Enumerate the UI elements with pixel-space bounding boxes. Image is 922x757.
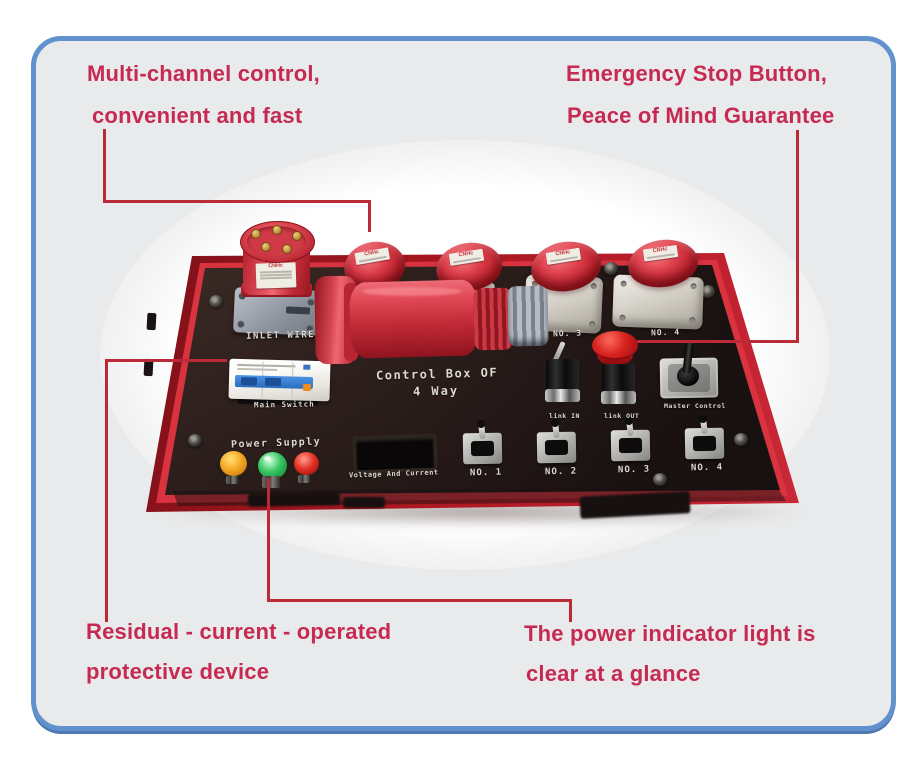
voltage-current-display bbox=[352, 433, 438, 474]
callout-line-indicator bbox=[569, 599, 572, 622]
plug-pin bbox=[272, 225, 282, 235]
callout-line-emergency bbox=[796, 130, 799, 343]
indicator-nut bbox=[226, 476, 238, 484]
callout-line-breaker bbox=[105, 359, 227, 362]
switch-lever-tip bbox=[551, 419, 559, 427]
switch-label-no2: NO. 2 bbox=[544, 466, 578, 478]
switch-lever-tip bbox=[625, 417, 633, 425]
main-switch-label: Main Switch bbox=[253, 399, 315, 410]
panel-screw bbox=[653, 473, 667, 486]
callout-line-multichannel bbox=[368, 200, 371, 232]
plug-pin bbox=[282, 244, 292, 254]
plug-pin bbox=[251, 229, 261, 239]
callout-emergency-line1: Emergency Stop Button, bbox=[566, 61, 828, 86]
box-foot-shadow bbox=[247, 492, 341, 507]
callout-indicator-line1: The power indicator light is bbox=[524, 621, 816, 646]
callout-multichannel-line1: Multi-channel control, bbox=[87, 61, 320, 86]
callout-line-indicator bbox=[267, 478, 270, 602]
coupler-highlight bbox=[362, 287, 462, 296]
plug-pin bbox=[261, 242, 271, 252]
callout-indicator-line2: clear at a glance bbox=[526, 661, 701, 686]
panel-screw bbox=[188, 434, 202, 447]
switch-label-no4: NO. 4 bbox=[690, 462, 724, 474]
callout-line-indicator bbox=[267, 599, 572, 602]
callout-rcd-line1: Residual - current - operated bbox=[86, 619, 392, 644]
red-indicator-light bbox=[294, 452, 319, 475]
panel-screw bbox=[209, 295, 223, 308]
emergency-stop-collar bbox=[601, 391, 636, 404]
box-title-line2: 4 Way bbox=[412, 383, 460, 399]
callout-line-multichannel bbox=[103, 200, 371, 203]
panel-screw bbox=[734, 433, 748, 446]
switch-lever-tip bbox=[477, 420, 485, 428]
link-in-collar bbox=[545, 389, 580, 402]
link-in-button bbox=[546, 359, 579, 394]
plug-pin bbox=[292, 231, 302, 241]
callout-rcd-line2: protective device bbox=[86, 659, 270, 684]
callout-line-breaker bbox=[105, 359, 108, 622]
inlet-wire-label: INLET WIRE bbox=[245, 330, 316, 342]
breaker-toggle-bar bbox=[234, 374, 314, 390]
callout-line-emergency bbox=[637, 340, 799, 343]
amber-indicator-light bbox=[220, 451, 247, 476]
switch-label-no3: NO. 3 bbox=[617, 464, 651, 476]
callout-multichannel-line2: convenient and fast bbox=[92, 103, 303, 128]
link-in-label: link IN bbox=[549, 412, 580, 420]
link-out-label: link OUT bbox=[604, 412, 640, 420]
green-indicator-light bbox=[258, 452, 287, 479]
light-glint bbox=[264, 456, 271, 461]
callout-emergency-line2: Peace of Mind Guarantee bbox=[567, 103, 835, 128]
switch-label-no1: NO. 1 bbox=[469, 467, 503, 479]
master-control-label: Master Control bbox=[664, 402, 726, 410]
switch-lever-tip bbox=[699, 415, 707, 423]
plug-label-sticker: CNHc bbox=[255, 262, 297, 289]
panel-screw bbox=[701, 285, 715, 298]
box-foot-shadow bbox=[343, 497, 385, 508]
coupler-gland-ring bbox=[507, 285, 549, 347]
socket-label-no4: NO. 4 bbox=[650, 327, 681, 338]
indicator-nut bbox=[298, 475, 310, 483]
emergency-stop-button bbox=[592, 331, 638, 360]
side-latch bbox=[146, 312, 157, 331]
breaker-indicator bbox=[303, 384, 311, 391]
emergency-stop-base bbox=[602, 362, 635, 395]
callout-line-multichannel bbox=[103, 129, 106, 203]
panel-screw bbox=[604, 262, 618, 275]
brand-text: CNHc bbox=[268, 263, 284, 270]
socket-label-no3: NO. 3 bbox=[552, 328, 583, 339]
indicator-nut bbox=[262, 476, 280, 488]
